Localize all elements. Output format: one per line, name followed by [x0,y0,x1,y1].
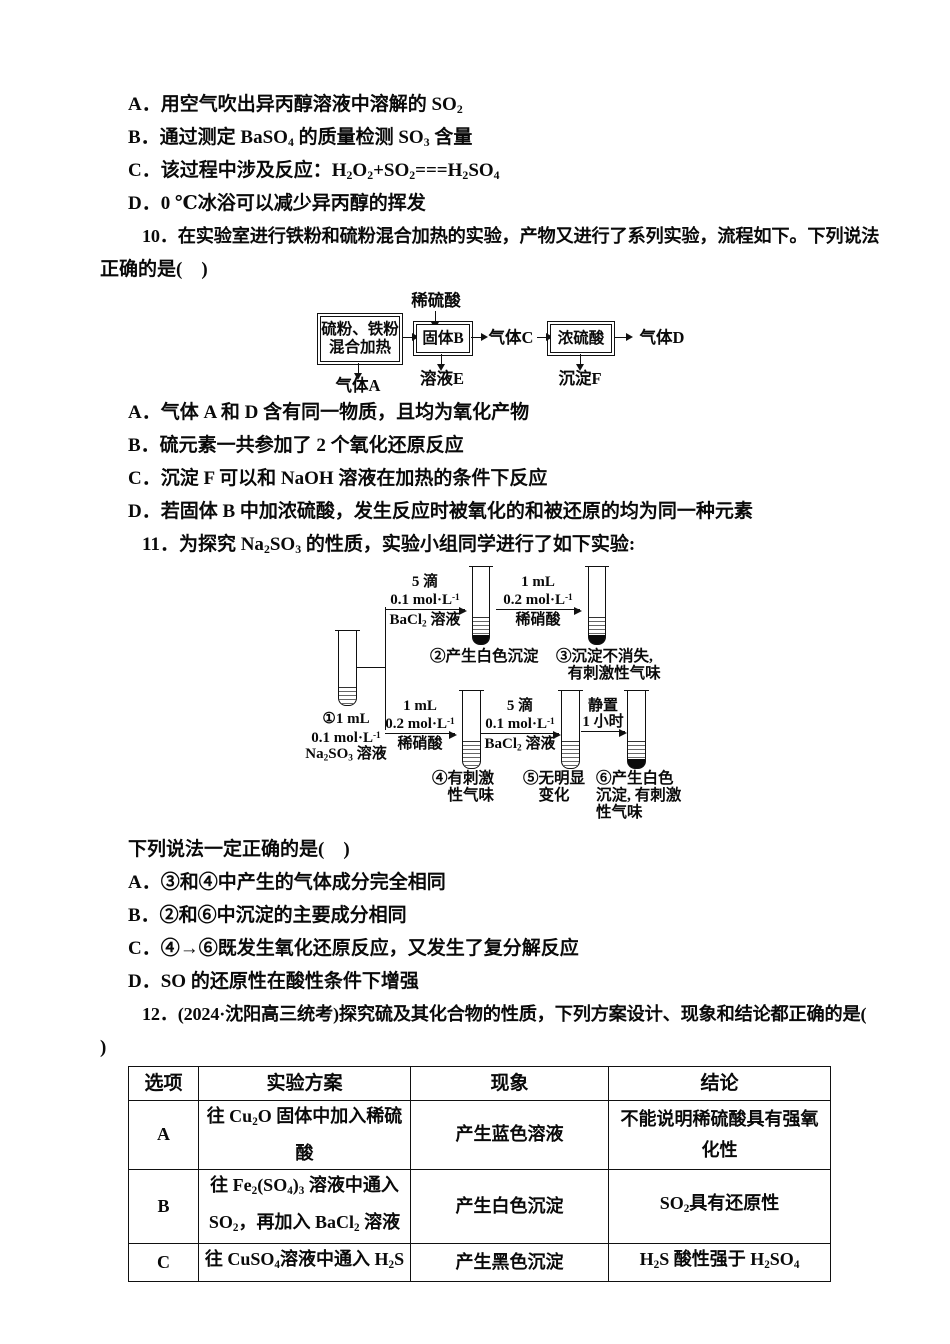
cell-phenomenon: 产生黑色沉淀 [410,1243,609,1283]
arrow-label-below: BaCl2 溶液 [484,736,556,754]
arrow-right-icon [537,333,553,342]
tube-liquid [463,741,480,768]
q10-option-a: A．气体 A 和 D 含有同一物质，且均为氧化产物 [128,402,530,423]
cell-scheme: 往 Cu2O 固体中加入稀硫酸 [198,1100,411,1170]
branch-connector-line [357,667,385,668]
q12-stem-continue: ) [100,1037,107,1058]
q11-option-b: B．②和⑥中沉淀的主要成分相同 [128,905,407,926]
tube-liquid [339,687,356,705]
q12-table-row-c: C 往 CuSO4溶液中通入 H2S 产生黑色沉淀 H2S 酸性强于 H2SO4 [128,1243,831,1283]
flow-label-dilute-h2so4: 稀硫酸 [411,291,461,310]
q11-option-a: A．③和④中产生的气体成分完全相同 [128,872,446,893]
arrow-right-icon [402,333,419,342]
cell-scheme: 往 CuSO4溶液中通入 H2S [198,1243,411,1283]
branch-vertical-line [385,607,386,730]
arrow-down-icon [431,311,440,329]
q12-table-header-row: 选项 实验方案 现象 结论 [128,1066,831,1101]
arrow-label-below: 稀硝酸 [515,612,561,629]
tube-liquid [562,741,579,768]
arrow-down-icon [354,363,363,380]
q12-table-row-a: A 往 Cu2O 固体中加入稀硫酸 产生蓝色溶液 不能说明稀硫酸具有强氧化性 [128,1100,831,1170]
q11-prompt: 下列说法一定正确的是( ) [128,839,350,860]
cell-phenomenon: 产生蓝色溶液 [410,1100,609,1170]
flow-label-gas-a: 气体A [335,376,381,395]
test-tube-5 [558,690,583,769]
arrow-right-icon [614,333,633,342]
caption-tube-2: ②产生白色沉淀 [430,648,539,665]
q11-stem: 11．为探究 Na2SO3 的性质，实验小组同学进行了如下实验: [142,534,636,556]
test-tube-6 [624,690,649,769]
q12-header-option: 选项 [128,1066,199,1101]
q12-header-conclusion: 结论 [608,1066,831,1101]
flow-label-solution-e: 溶液E [419,369,464,388]
q11-option-c: C．④→⑥既发生氧化还原反应，又发生了复分解反应 [128,938,579,959]
cell-option: A [128,1100,199,1170]
caption-tube-5: ⑤无明显 变化 [523,770,586,804]
flow-label-precipitate-f: 沉淀F [558,369,602,388]
arrow-label-below: 稀硝酸 [397,736,443,753]
caption-tube-4: ④有刺激 性气味 [432,770,495,804]
cell-option: C [128,1243,199,1283]
q10-stem: 10．在实验室进行铁粉和硫粉混合加热的实验，产物又进行了系列实验，流程如下。下列… [142,226,880,246]
q9-option-a: A．用空气吹出异丙醇溶液中溶解的 SO2 [128,94,463,116]
arrow-right-icon [471,333,488,342]
arrow-down-icon [576,354,585,371]
test-tube-source [335,630,360,706]
q12-stem: 12．(2024·沈阳高三统考)探究硫及其化合物的性质，下列方案设计、现象和结论… [142,1004,867,1024]
cell-option: B [128,1168,199,1245]
arrow-down-icon [437,354,446,371]
q12-header-phenomenon: 现象 [410,1066,609,1101]
q11-option-d: D．SO 的还原性在酸性条件下增强 [128,971,419,992]
q10-stem-continue: 正确的是( ) [100,259,208,280]
q10-flow-diagram: 稀硫酸 硫粉、铁粉混合加热 固体B 气体A 溶液E 气体C 浓硫酸 气体D 沉淀… [100,286,850,396]
q9-option-b: B．通过测定 BaSO4 的质量检测 SO3 含量 [128,127,473,149]
flow-box-conc-h2so4: 浓硫酸 [547,321,615,356]
q10-option-d: D．若固体 B 中加浓硫酸，发生反应时被氧化的和被还原的均为同一种元素 [128,501,753,522]
arrow-label-below: BaCl2 溶液 [389,612,461,630]
test-tube-4 [459,690,484,769]
q9-option-d: D．0 ℃冰浴可以减少异丙醇的挥发 [128,193,426,214]
q12-header-scheme: 实验方案 [198,1066,411,1101]
cell-phenomenon: 产生白色沉淀 [410,1168,609,1245]
flow-label-gas-c: 气体C [488,328,534,347]
test-tube-2 [469,566,493,645]
caption-tube-6: ⑥产生白色沉淀, 有刺激性气味 [596,770,682,821]
flow-label-gas-d: 气体D [639,328,685,347]
cell-conclusion: H2S 酸性强于 H2SO4 [608,1243,831,1283]
caption-tube-3: ③沉淀不消失, 有刺激性气味 [556,648,661,682]
tube-precipitate [628,759,645,768]
flow-box-mixture: 硫粉、铁粉混合加热 [317,313,403,365]
q10-option-b: B．硫元素一共参加了 2 个氧化还原反应 [128,435,464,456]
cell-conclusion: SO2具有还原性 [608,1168,831,1245]
cell-conclusion: 不能说明稀硫酸具有强氧化性 [608,1100,831,1170]
flow-box-solid-b: 固体B [413,321,473,356]
q10-option-c: C．沉淀 F 可以和 NaOH 溶液在加热的条件下反应 [128,468,548,489]
test-tube-3 [585,566,609,645]
tube-precipitate [589,635,605,644]
q12-table: 选项 实验方案 现象 结论 A 往 Cu2O 固体中加入稀硫酸 产生蓝色溶液 不… [128,1066,831,1283]
q9-option-c: C．该过程中涉及反应：H2O2+SO2===H2SO4 [128,160,500,182]
tube-precipitate [473,635,489,644]
